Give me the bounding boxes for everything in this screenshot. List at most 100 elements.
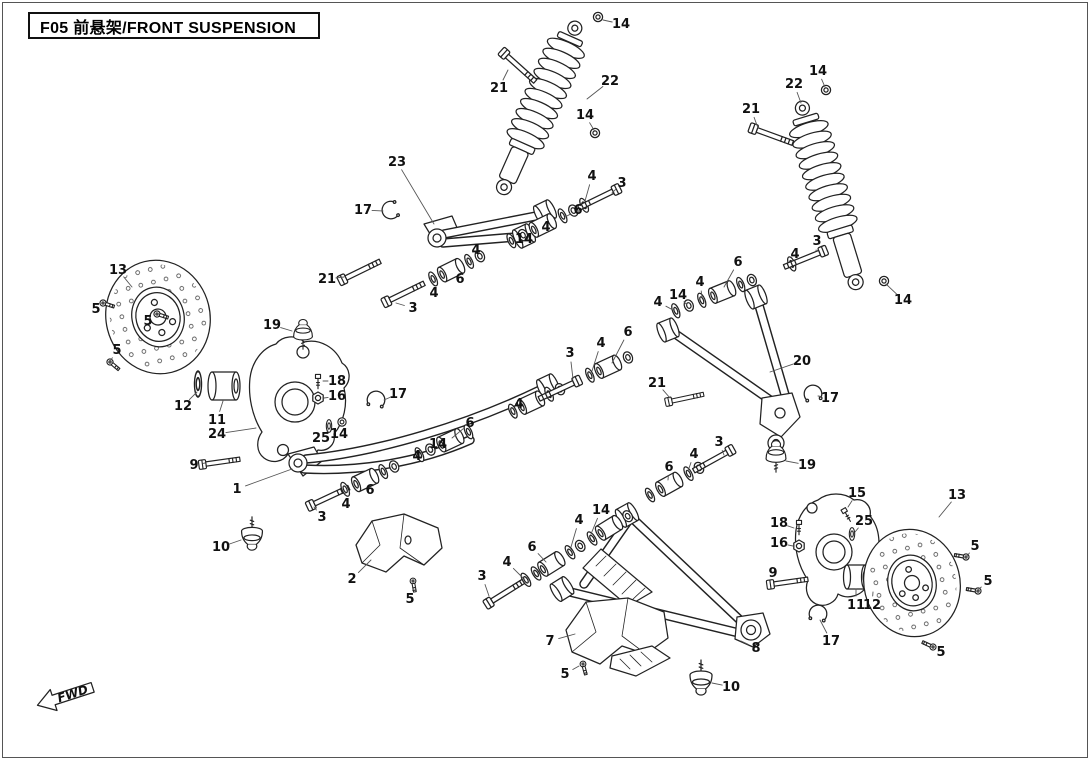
part-callout-14: 14 [429, 437, 447, 452]
part-callout-13: 13 [109, 263, 127, 278]
leader-line-15 [847, 500, 853, 508]
part-callout-19: 19 [263, 318, 281, 333]
lock-nut [820, 84, 832, 96]
pivot-hardware-lower-left [304, 349, 636, 513]
part-callout-5: 5 [936, 645, 945, 660]
leader-line-8 [740, 640, 749, 645]
leader-line-25 [326, 429, 329, 432]
leader-line-25 [854, 527, 859, 533]
snap-ring [365, 389, 387, 409]
leader-line-6 [537, 553, 547, 563]
part-callout-11: 11 [208, 413, 226, 428]
leader-line-5 [572, 665, 580, 670]
leader-line-5 [966, 552, 970, 557]
leader-line-20 [769, 363, 794, 373]
leader-line-3 [570, 361, 574, 380]
ball-joint-lower [240, 516, 264, 551]
leader-line-10 [229, 539, 242, 545]
leader-line-13 [123, 276, 133, 288]
part-callout-13: 13 [948, 488, 966, 503]
part-callout-5: 5 [560, 667, 569, 682]
pivot-bolt [379, 278, 427, 309]
part-callout-17: 17 [389, 387, 407, 402]
part-callout-3: 3 [714, 435, 723, 450]
part-callout-5: 5 [405, 592, 414, 607]
part-callout-21: 21 [742, 102, 760, 117]
part-callout-4: 4 [653, 295, 662, 310]
part-callout-14: 14 [592, 503, 610, 518]
pivot-bolt [663, 389, 706, 408]
part-callout-3: 3 [477, 569, 486, 584]
part-callout-12: 12 [863, 598, 881, 613]
part-callout-4: 4 [574, 513, 583, 528]
part-callout-4: 4 [341, 497, 350, 512]
part-callout-21: 21 [490, 81, 508, 96]
leader-line-2 [357, 559, 372, 574]
part-callout-4: 4 [514, 397, 523, 412]
part-callout-14: 14 [894, 293, 912, 308]
part-callout-14: 14 [669, 288, 687, 303]
pivot-bolt [481, 575, 528, 611]
part-callout-1: 1 [232, 482, 241, 497]
part-callout-5: 5 [970, 539, 979, 554]
shock-bolt [497, 46, 540, 86]
part-callout-14: 14 [612, 17, 630, 32]
leader-line-14 [683, 301, 688, 306]
shock-bolt [747, 121, 796, 149]
leader-line-4 [665, 305, 674, 311]
part-callout-24: 24 [208, 427, 226, 442]
leader-line-24 [225, 427, 257, 434]
washer [848, 527, 856, 541]
leader-line-11 [219, 400, 224, 412]
lock-nut [337, 417, 347, 427]
hex-nut [793, 539, 805, 553]
leader-line-14 [602, 19, 613, 23]
part-callout-4: 4 [695, 275, 704, 290]
leader-line-5 [110, 357, 113, 361]
leader-line-14 [885, 283, 897, 295]
skid-plate-rear [565, 597, 671, 677]
shock-absorber-left [495, 20, 585, 196]
part-callout-18: 18 [770, 516, 788, 531]
leader-line-14 [589, 122, 595, 131]
part-callout-4: 4 [689, 447, 698, 462]
leader-line-17 [371, 209, 384, 212]
part-callout-6: 6 [623, 325, 632, 340]
leader-line-4 [591, 351, 599, 372]
part-callout-16: 16 [328, 389, 346, 404]
leader-line-3 [395, 302, 405, 306]
part-callout-10: 10 [212, 540, 230, 555]
leader-line-21 [662, 389, 671, 399]
leader-line-7 [558, 633, 576, 640]
washer [642, 486, 658, 504]
pivot-bolt [575, 182, 623, 214]
part-callout-6: 6 [733, 255, 742, 270]
snap-ring [379, 199, 401, 222]
leader-line-6 [723, 269, 735, 288]
part-callout-25: 25 [855, 514, 873, 529]
leader-line-3 [484, 584, 490, 597]
leader-line-21 [753, 116, 759, 129]
leader-line-3 [721, 449, 725, 456]
leader-line-16 [323, 396, 329, 399]
part-callout-5: 5 [983, 574, 992, 589]
bushing [591, 353, 625, 381]
part-callout-4: 4 [587, 169, 596, 184]
leader-line-14 [590, 517, 598, 535]
part-callout-4: 4 [790, 247, 799, 262]
leader-line-3 [611, 188, 617, 194]
leader-line-4 [469, 257, 472, 260]
part-callout-14: 14 [515, 232, 533, 247]
nut [744, 272, 759, 288]
part-callout-10: 10 [722, 680, 740, 695]
part-callout-4: 4 [541, 220, 550, 235]
part-callout-7: 7 [545, 634, 554, 649]
part-callout-20: 20 [793, 354, 811, 369]
brake-disc-right [863, 528, 961, 638]
lock-nut [592, 11, 604, 23]
leader-line-10 [711, 682, 723, 686]
hub-bolt [197, 454, 242, 471]
washer [669, 301, 683, 320]
